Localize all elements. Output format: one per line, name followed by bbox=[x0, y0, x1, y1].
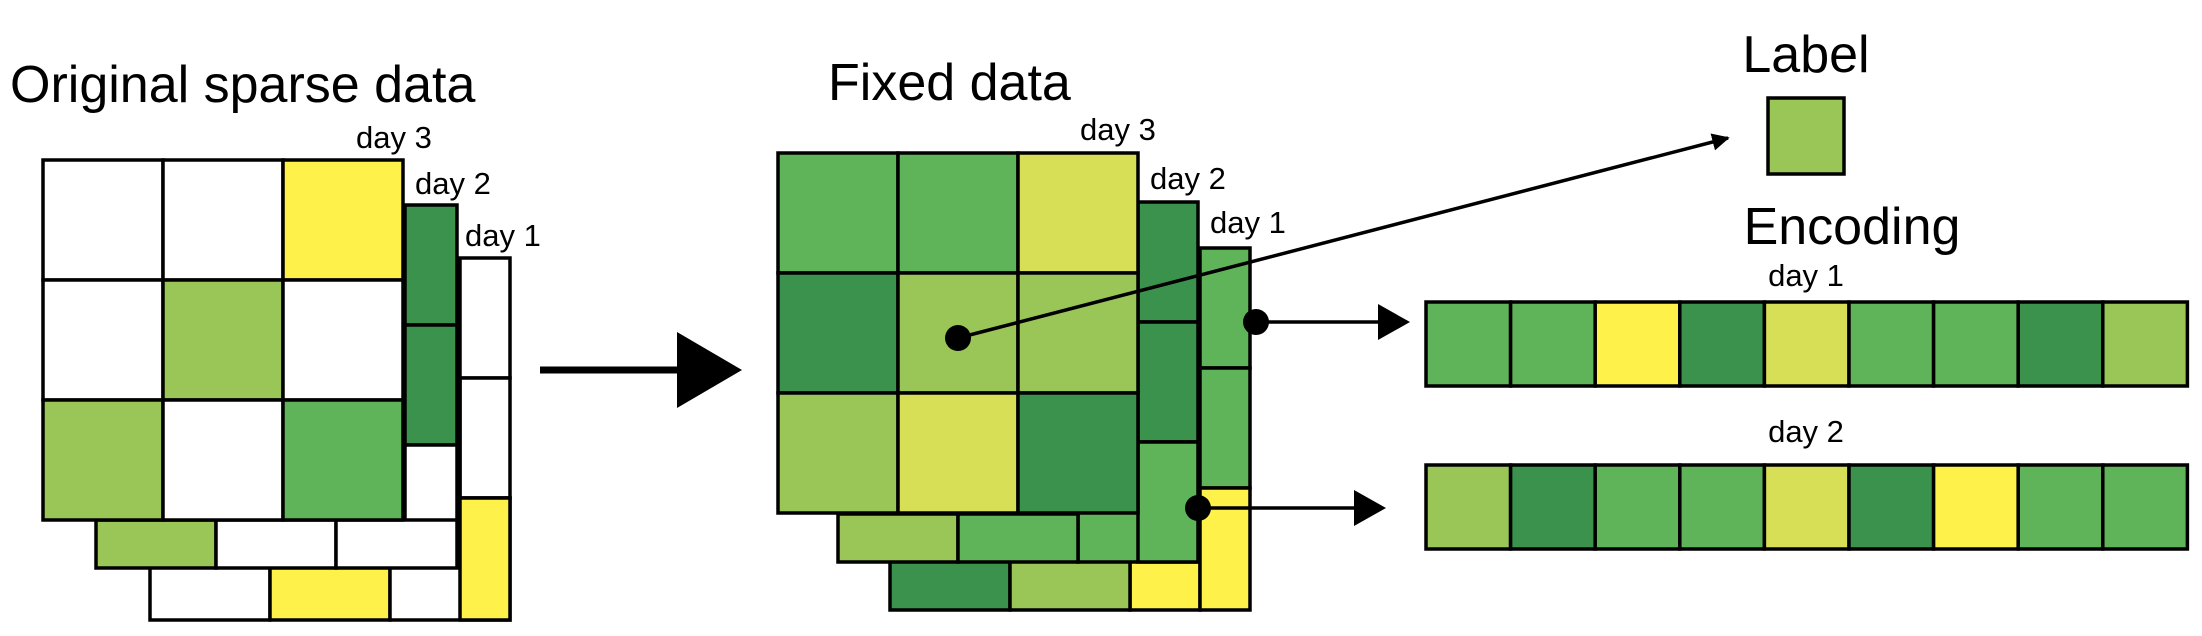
original-day3-cell bbox=[161, 278, 285, 402]
original-day3-cell bbox=[281, 398, 405, 522]
fixed-day3-cell bbox=[776, 151, 900, 275]
encoding-day2-cell bbox=[1593, 463, 1682, 551]
encoding-day1-connector-arrow bbox=[1243, 304, 1410, 340]
fixed-day3-cell bbox=[1016, 391, 1140, 515]
original-day3-cell bbox=[281, 278, 405, 402]
encoding-day1-cell bbox=[1508, 300, 1597, 388]
original-day3-label: day 3 bbox=[356, 120, 432, 155]
encoding-day1-cell bbox=[1593, 300, 1682, 388]
fixed-data-title: Fixed data bbox=[828, 54, 1071, 112]
fixed-day1-cell bbox=[1198, 246, 1252, 370]
original-day2-layer: day 2 bbox=[94, 166, 491, 570]
label-cell bbox=[1766, 96, 1846, 176]
fixed-day2-cell bbox=[1136, 200, 1200, 324]
original-day3-cell bbox=[41, 158, 165, 282]
original-day2-cell bbox=[403, 323, 459, 447]
encoding-day2-cell bbox=[1931, 463, 2020, 551]
encoding-day2-cell bbox=[1762, 463, 1851, 551]
original-day3-cell bbox=[161, 158, 285, 282]
original-day3-cell bbox=[281, 158, 405, 282]
label-connector-arrow bbox=[945, 133, 1730, 351]
original-day1-cell bbox=[458, 496, 512, 622]
original-day1-cell bbox=[458, 376, 512, 500]
fixed-day3-cell bbox=[1016, 271, 1140, 395]
original-day1-cell bbox=[458, 256, 512, 380]
fixed-day3-cell bbox=[776, 391, 900, 515]
encoding-day2-cell bbox=[2101, 463, 2190, 551]
original-day2-cell bbox=[94, 518, 218, 570]
encoding-day2-connector-arrow bbox=[1185, 490, 1386, 526]
original-day2-cell bbox=[334, 518, 459, 570]
fixed-day2-cell bbox=[836, 512, 960, 564]
encoding-day1-cell bbox=[1424, 300, 1513, 388]
encoding-day2-cell bbox=[1847, 463, 1936, 551]
fixed-day2-cell bbox=[1136, 320, 1200, 444]
encoding-day1-cell bbox=[1762, 300, 1851, 388]
encoding-day2-cell bbox=[1678, 463, 1767, 551]
fixed-day3-cell bbox=[896, 151, 1020, 275]
encoding-day1-cell bbox=[2016, 300, 2105, 388]
encoding-day2-cell bbox=[2016, 463, 2105, 551]
original-day2-cell bbox=[403, 203, 459, 327]
fixed-day2-cell bbox=[956, 512, 1080, 564]
original-data-title: Original sparse data bbox=[10, 56, 475, 114]
fixed-day1-label: day 1 bbox=[1210, 205, 1286, 240]
encoding-day1-cell bbox=[1678, 300, 1767, 388]
original-day2-cell bbox=[214, 518, 338, 570]
encoding-day2-label: day 2 bbox=[1768, 414, 1844, 449]
original-day3-layer: day 3 bbox=[41, 120, 432, 522]
original-day3-cell bbox=[161, 398, 285, 522]
encoding-day1-cell bbox=[1931, 300, 2020, 388]
fixed-day3-cell bbox=[896, 391, 1020, 515]
fixed-day1-cell bbox=[1198, 366, 1252, 490]
encoding-day1-cell bbox=[1847, 300, 1936, 388]
fixed-day3-layer: day 3 bbox=[776, 112, 1156, 515]
original-day1-label: day 1 bbox=[465, 218, 541, 253]
original-day2-label: day 2 bbox=[415, 166, 491, 201]
encoding-day2-cell bbox=[1508, 463, 1597, 551]
fixed-day3-cell bbox=[776, 271, 900, 395]
encoding-day1-row bbox=[1424, 300, 2190, 388]
fixed-day3-label: day 3 bbox=[1080, 112, 1156, 147]
original-day3-cell bbox=[41, 398, 165, 522]
encoding-day1-cell bbox=[2101, 300, 2190, 388]
encoding-day1-label: day 1 bbox=[1768, 258, 1844, 293]
original-day3-cell bbox=[41, 278, 165, 402]
fixed-day2-label: day 2 bbox=[1150, 161, 1226, 196]
fixed-day1-cell bbox=[1008, 558, 1132, 612]
encoding-day2-cell bbox=[1424, 463, 1513, 551]
encoding-day2-row bbox=[1424, 463, 2190, 551]
fixed-day3-cell bbox=[1016, 151, 1140, 275]
transform-arrow bbox=[540, 332, 742, 408]
encoding-title: Encoding bbox=[1744, 198, 1961, 256]
label-title: Label bbox=[1742, 26, 1869, 84]
fixed-day1-cell bbox=[888, 558, 1012, 612]
